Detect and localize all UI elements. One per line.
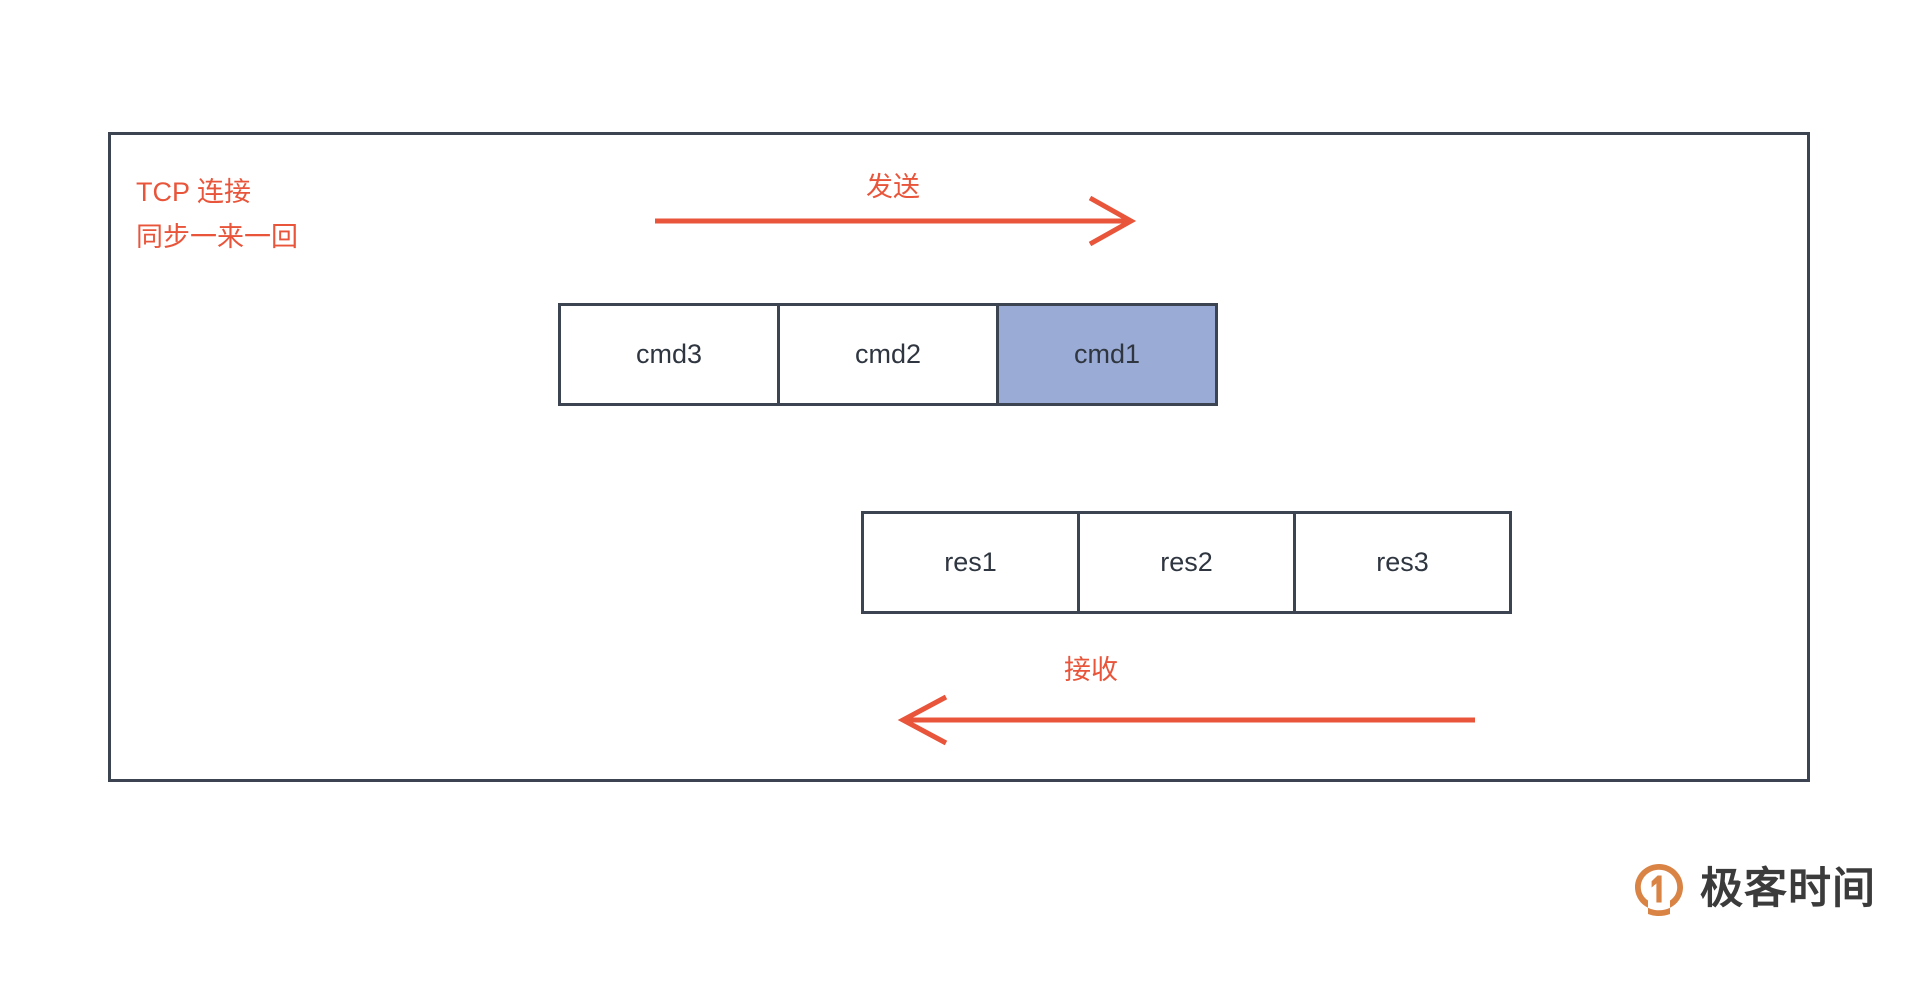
response-cell-res1[interactable]: res1 [861,511,1080,614]
brand-logo: 极客时间 [1632,858,1876,920]
annotation-line-1: TCP 连接 [136,177,252,207]
geekbang-mark-icon [1635,864,1683,916]
command-queue: cmd3 cmd2 cmd1 [558,303,1218,406]
tcp-annotation: TCP 连接 同步一来一回 [136,170,298,260]
receive-arrow-icon [897,694,1475,746]
brand-logo-text: 极客时间 [1700,863,1876,914]
response-cell-label: res3 [1376,547,1429,577]
receive-arrow-label: 接收 [1064,655,1118,685]
send-arrow-icon [655,195,1137,247]
response-queue: res1 res2 res3 [861,511,1512,614]
send-arrow-label: 发送 [866,172,920,202]
response-cell-res3[interactable]: res3 [1293,511,1512,614]
response-cell-label: res2 [1160,547,1213,577]
command-cell-label: cmd1 [1073,339,1141,369]
command-cell-cmd1[interactable]: cmd1 [996,303,1218,406]
command-cell-cmd2[interactable]: cmd2 [777,303,999,406]
tcp-connection-frame [108,132,1810,782]
command-cell-cmd3[interactable]: cmd3 [558,303,780,406]
annotation-line-2: 同步一来一回 [136,222,298,252]
response-cell-label: res1 [944,547,997,577]
command-cell-label: cmd2 [854,339,922,369]
command-cell-label: cmd3 [635,339,703,369]
response-cell-res2[interactable]: res2 [1077,511,1296,614]
